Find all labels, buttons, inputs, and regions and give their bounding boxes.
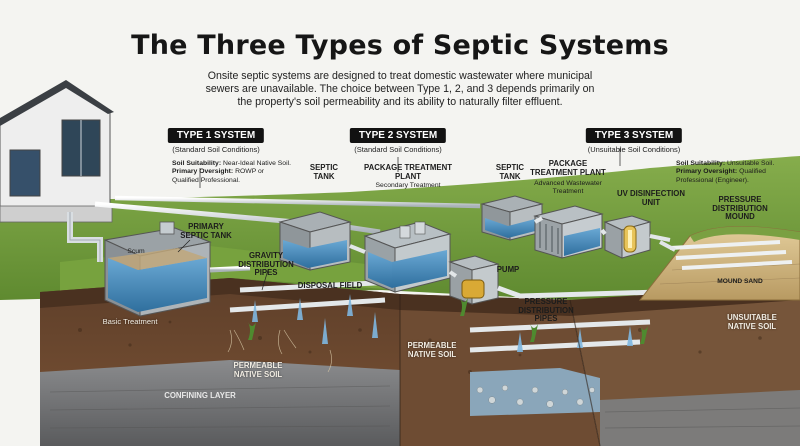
intro-paragraph: Onsite septic systems are designed to tr… bbox=[205, 70, 595, 108]
type-1-subtitle: (Standard Soil Conditions) bbox=[172, 145, 260, 154]
confining-layer bbox=[40, 360, 400, 446]
connector-3 bbox=[534, 216, 671, 242]
package-treatment-plant-2 bbox=[363, 221, 452, 293]
package-treatment-plant-3 bbox=[533, 205, 604, 259]
type-1-oversight: ROWP or Qualified Professional. bbox=[172, 168, 265, 184]
package-treatment-plant-3-label: PACKAGE TREATMENT PLANT bbox=[530, 159, 606, 177]
type-2-title: TYPE 2 SYSTEM bbox=[349, 128, 447, 143]
type-3-title: TYPE 3 SYSTEM bbox=[585, 128, 683, 143]
basic-treatment-label: Basic Treatment bbox=[102, 317, 158, 326]
connector-2 bbox=[349, 244, 458, 278]
pressure-distribution-mound bbox=[638, 226, 800, 301]
uv-disinfection-unit-label: UV DISINFECTION UNIT bbox=[616, 189, 685, 207]
pressure-distribution-pipes bbox=[469, 285, 661, 353]
type-1-title: TYPE 1 SYSTEM bbox=[167, 128, 265, 143]
bedrock-right bbox=[600, 390, 800, 446]
house bbox=[0, 80, 114, 223]
pump bbox=[448, 255, 500, 305]
type-3-suitability: Unsuitable Soil. bbox=[726, 160, 775, 167]
permeable-native-soil-2-label: PERMEABLE NATIVE SOIL bbox=[407, 341, 457, 359]
secondary-treatment-label: Secondary Treatment bbox=[375, 182, 441, 189]
type-1-notes: Soil Suitability: Near-Ideal Native Soil… bbox=[172, 160, 292, 185]
pressure-distribution-mound-label: PRESSURE DISTRIBUTION MOUND bbox=[712, 195, 768, 222]
advanced-treatment-label: Advanced Wastewater Treatment bbox=[534, 180, 602, 195]
pump-label: PUMP bbox=[496, 265, 520, 274]
disposal-field-label: DISPOSAL FIELD bbox=[297, 281, 363, 290]
uv-disinfection-unit bbox=[603, 215, 652, 259]
plants bbox=[248, 298, 648, 344]
scum-label: Scum bbox=[127, 248, 145, 255]
primary-septic-tank-label: PRIMARY SEPTIC TANK bbox=[180, 222, 232, 240]
type-3-suitability-label: Soil Suitability: bbox=[676, 160, 726, 167]
type-3-subtitle: (Unsuitable Soil Conditions) bbox=[587, 145, 681, 154]
pressure-distribution-pipes-label: PRESSURE DISTRIBUTION PIPES bbox=[518, 297, 574, 324]
confining-layer-label: CONFINING LAYER bbox=[164, 391, 236, 400]
permeable-native-soil-1-label: PERMEABLE NATIVE SOIL bbox=[233, 361, 283, 379]
unsuitable-native-soil-label: UNSUITABLE NATIVE SOIL bbox=[727, 313, 777, 331]
gravity-distribution-pipes-label: GRAVITY DISTRIBUTION PIPES bbox=[238, 251, 294, 278]
septic-tank-3-label: SEPTIC TANK bbox=[495, 163, 525, 181]
type-3-notes: Soil Suitability: Unsuitable Soil. Prima… bbox=[676, 160, 798, 185]
type-3-oversight: Qualified Professional (Engineer). bbox=[676, 168, 766, 184]
page-title: The Three Types of Septic Systems bbox=[131, 30, 669, 61]
septic-tank-2 bbox=[278, 211, 352, 271]
septic-tank-3 bbox=[480, 195, 544, 241]
septic-tank-2-label: SEPTIC TANK bbox=[309, 163, 339, 181]
type-1-suitability: Near-Ideal Native Soil. bbox=[222, 160, 291, 167]
type-3-oversight-label: Primary Oversight: bbox=[676, 168, 738, 176]
type-2-subtitle: (Standard Soil Conditions) bbox=[354, 145, 442, 154]
type-1-oversight-label: Primary Oversight: bbox=[172, 168, 234, 176]
package-treatment-plant-2-label: PACKAGE TREATMENT PLANT bbox=[363, 163, 453, 181]
supply-line-3 bbox=[114, 195, 481, 209]
type-1-suitability-label: Soil Suitability: bbox=[172, 160, 222, 167]
tank-outlet-pipe bbox=[209, 265, 251, 273]
topsoil-band bbox=[40, 278, 800, 316]
primary-septic-tank bbox=[103, 221, 212, 317]
mound-sand-label: MOUND SAND bbox=[717, 278, 763, 285]
